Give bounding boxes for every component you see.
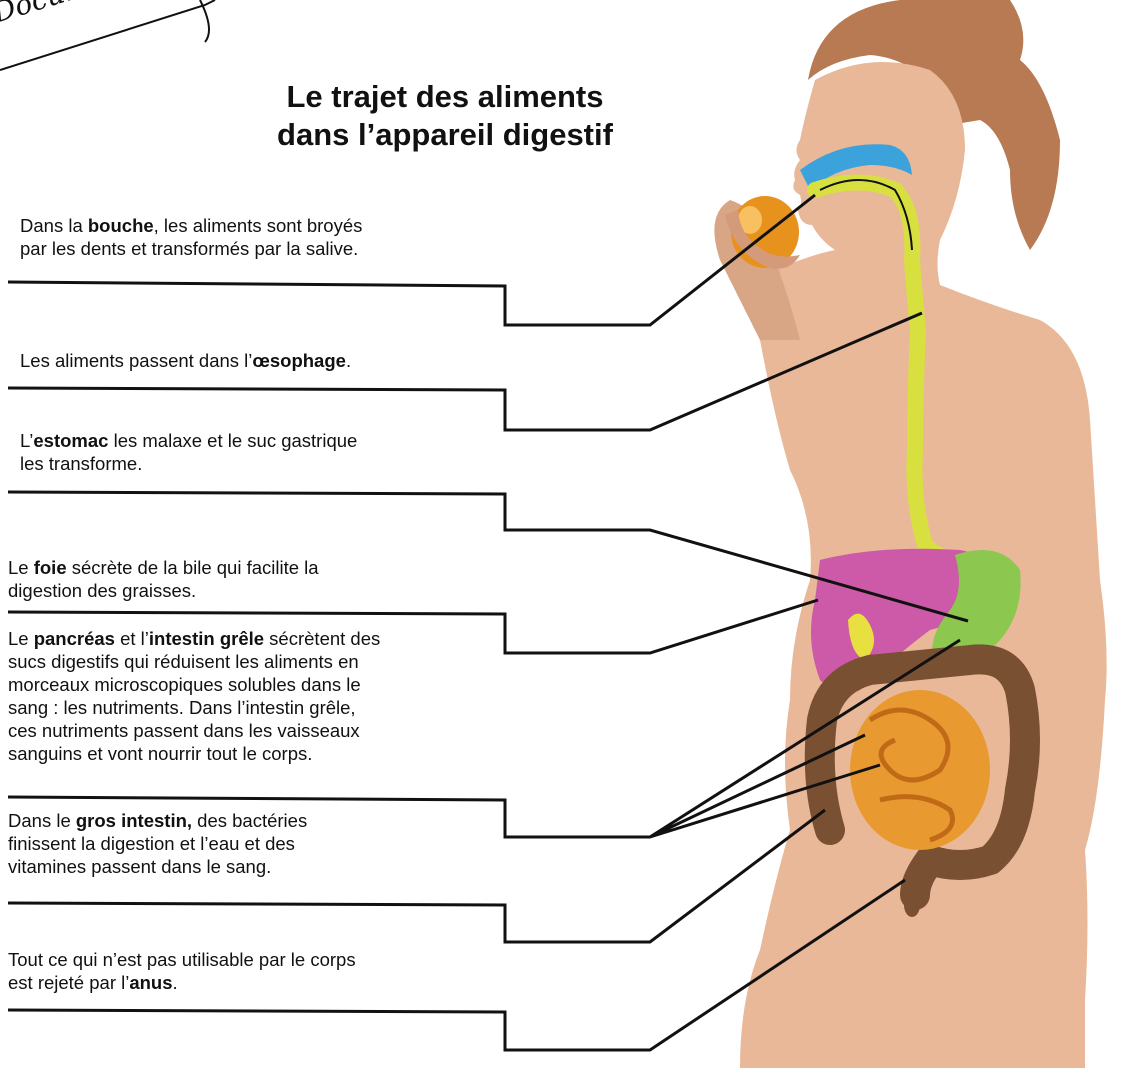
caption-anus: Tout ce qui n’est pas utilisable par le … [8,948,356,994]
caption-bouche: Dans la bouche, les aliments sont broyés… [20,214,362,260]
caption-foie: Le foie sécrète de la bile qui facilite … [8,556,319,602]
caption-pancreas-intestin: Le pancréas et l’intestin grêle sécrèten… [8,627,380,765]
title-line-1: Le trajet des aliments [205,78,685,116]
caption-oesophage: Les aliments passent dans l’œsophage. [20,349,351,372]
caption-estomac: L’estomac les malaxe et le suc gastrique… [20,429,357,475]
anus [904,893,920,917]
caption-gros-intestin: Dans le gros intestin, des bactéries fin… [8,809,307,878]
page-title: Le trajet des aliments dans l’appareil d… [205,78,685,154]
title-line-2: dans l’appareil digestif [205,116,685,154]
